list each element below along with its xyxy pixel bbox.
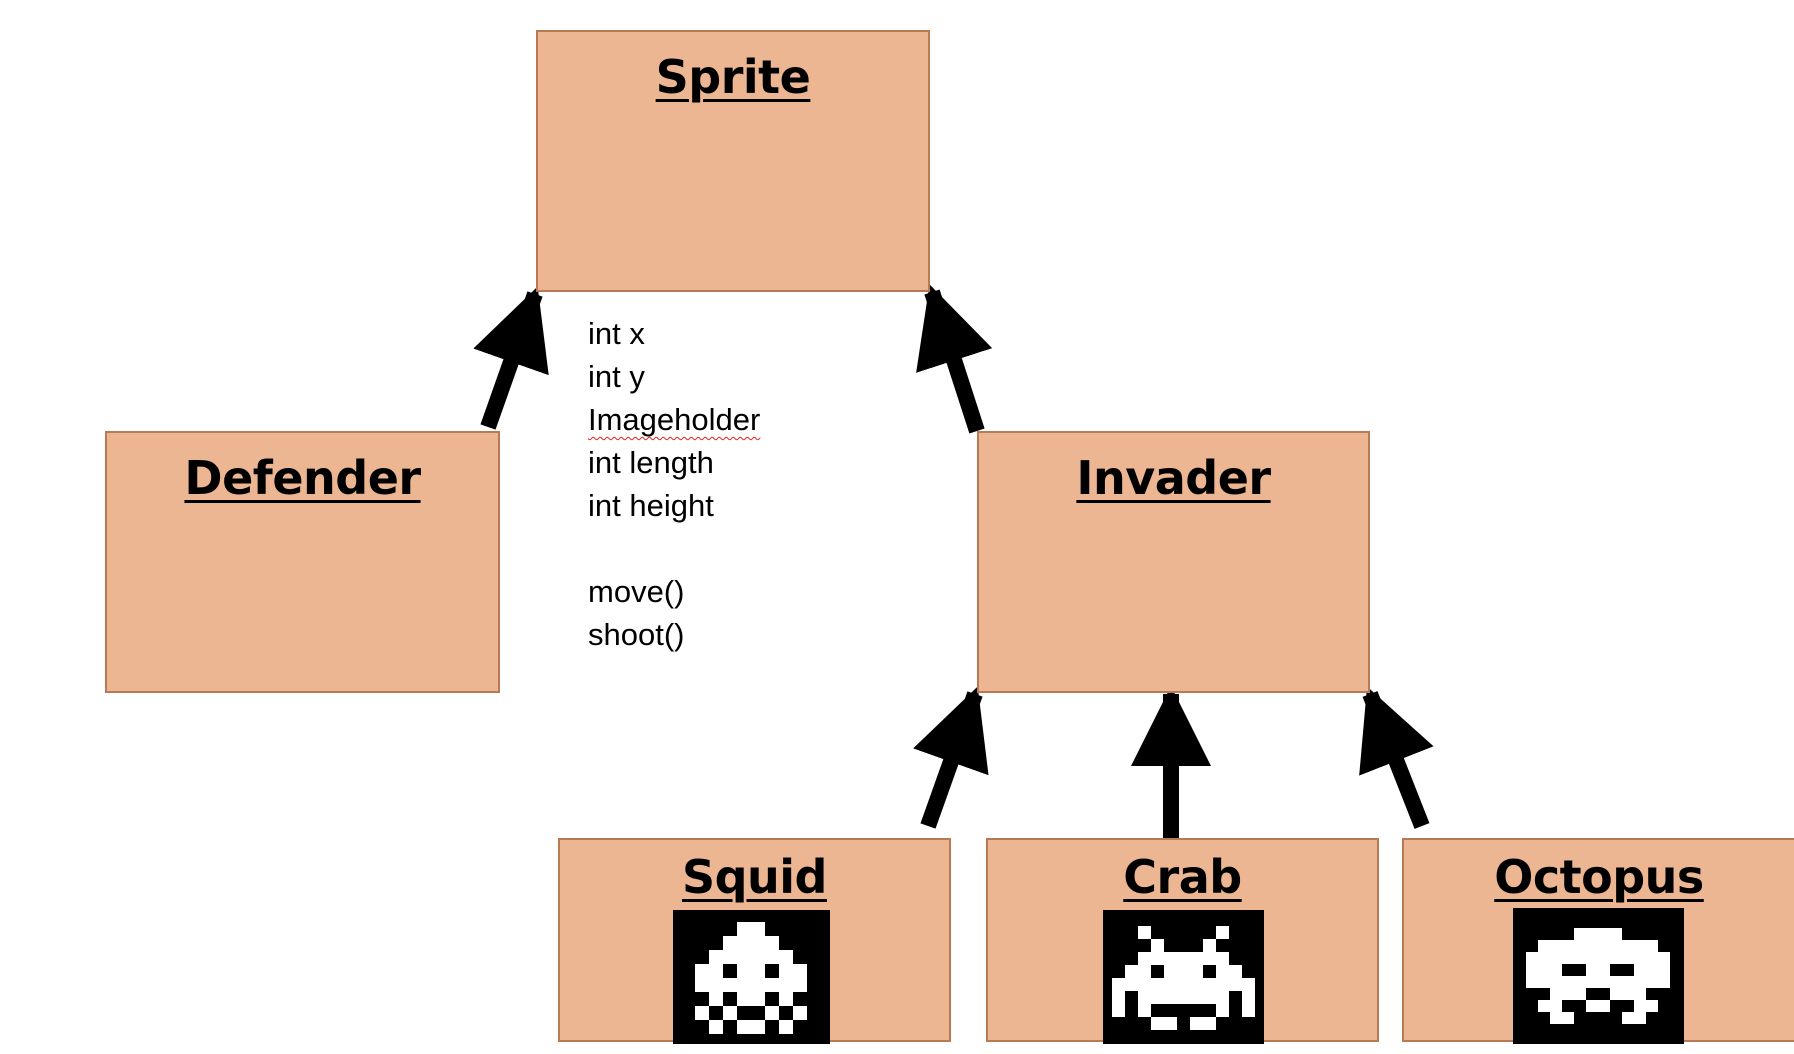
class-name-invader: Invader <box>1076 451 1271 505</box>
class-name-sprite: Sprite <box>655 50 811 104</box>
crab-alien-tile <box>1103 910 1264 1044</box>
member-field: int y <box>588 359 645 394</box>
class-name-defender: Defender <box>184 451 421 505</box>
class-box-octopus: Octopus <box>1402 838 1794 1044</box>
class-name-squid: Squid <box>681 850 828 904</box>
arrow-squid-to-invader <box>913 686 989 829</box>
class-box-squid: Squid <box>558 838 951 1044</box>
class-box-crab: Crab <box>986 838 1379 1044</box>
sprite-members-list: int x int y Imageholder int length int h… <box>588 312 760 656</box>
octopus-alien-icon <box>1526 928 1670 1024</box>
squid-alien-icon <box>695 922 807 1034</box>
class-box-invader: Invader <box>977 431 1370 693</box>
member-field: Imageholder <box>588 402 761 437</box>
member-field: int length <box>588 445 714 480</box>
member-field: int height <box>588 488 714 523</box>
octopus-alien-tile <box>1513 908 1684 1044</box>
arrow-octopus-to-invader <box>1359 686 1434 829</box>
member-method: move() <box>588 574 685 609</box>
member-spacer <box>588 527 760 570</box>
arrow-invader-to-sprite <box>916 284 993 434</box>
class-name-octopus: Octopus <box>1494 850 1704 904</box>
member-field: int x <box>588 316 645 351</box>
class-box-sprite: Sprite <box>536 30 930 292</box>
arrow-defender-to-sprite <box>473 286 549 430</box>
crab-alien-icon <box>1112 926 1255 1030</box>
member-method: shoot() <box>588 617 685 652</box>
class-name-crab: Crab <box>1123 850 1242 904</box>
squid-alien-tile <box>673 910 830 1044</box>
class-box-defender: Defender <box>105 431 500 693</box>
